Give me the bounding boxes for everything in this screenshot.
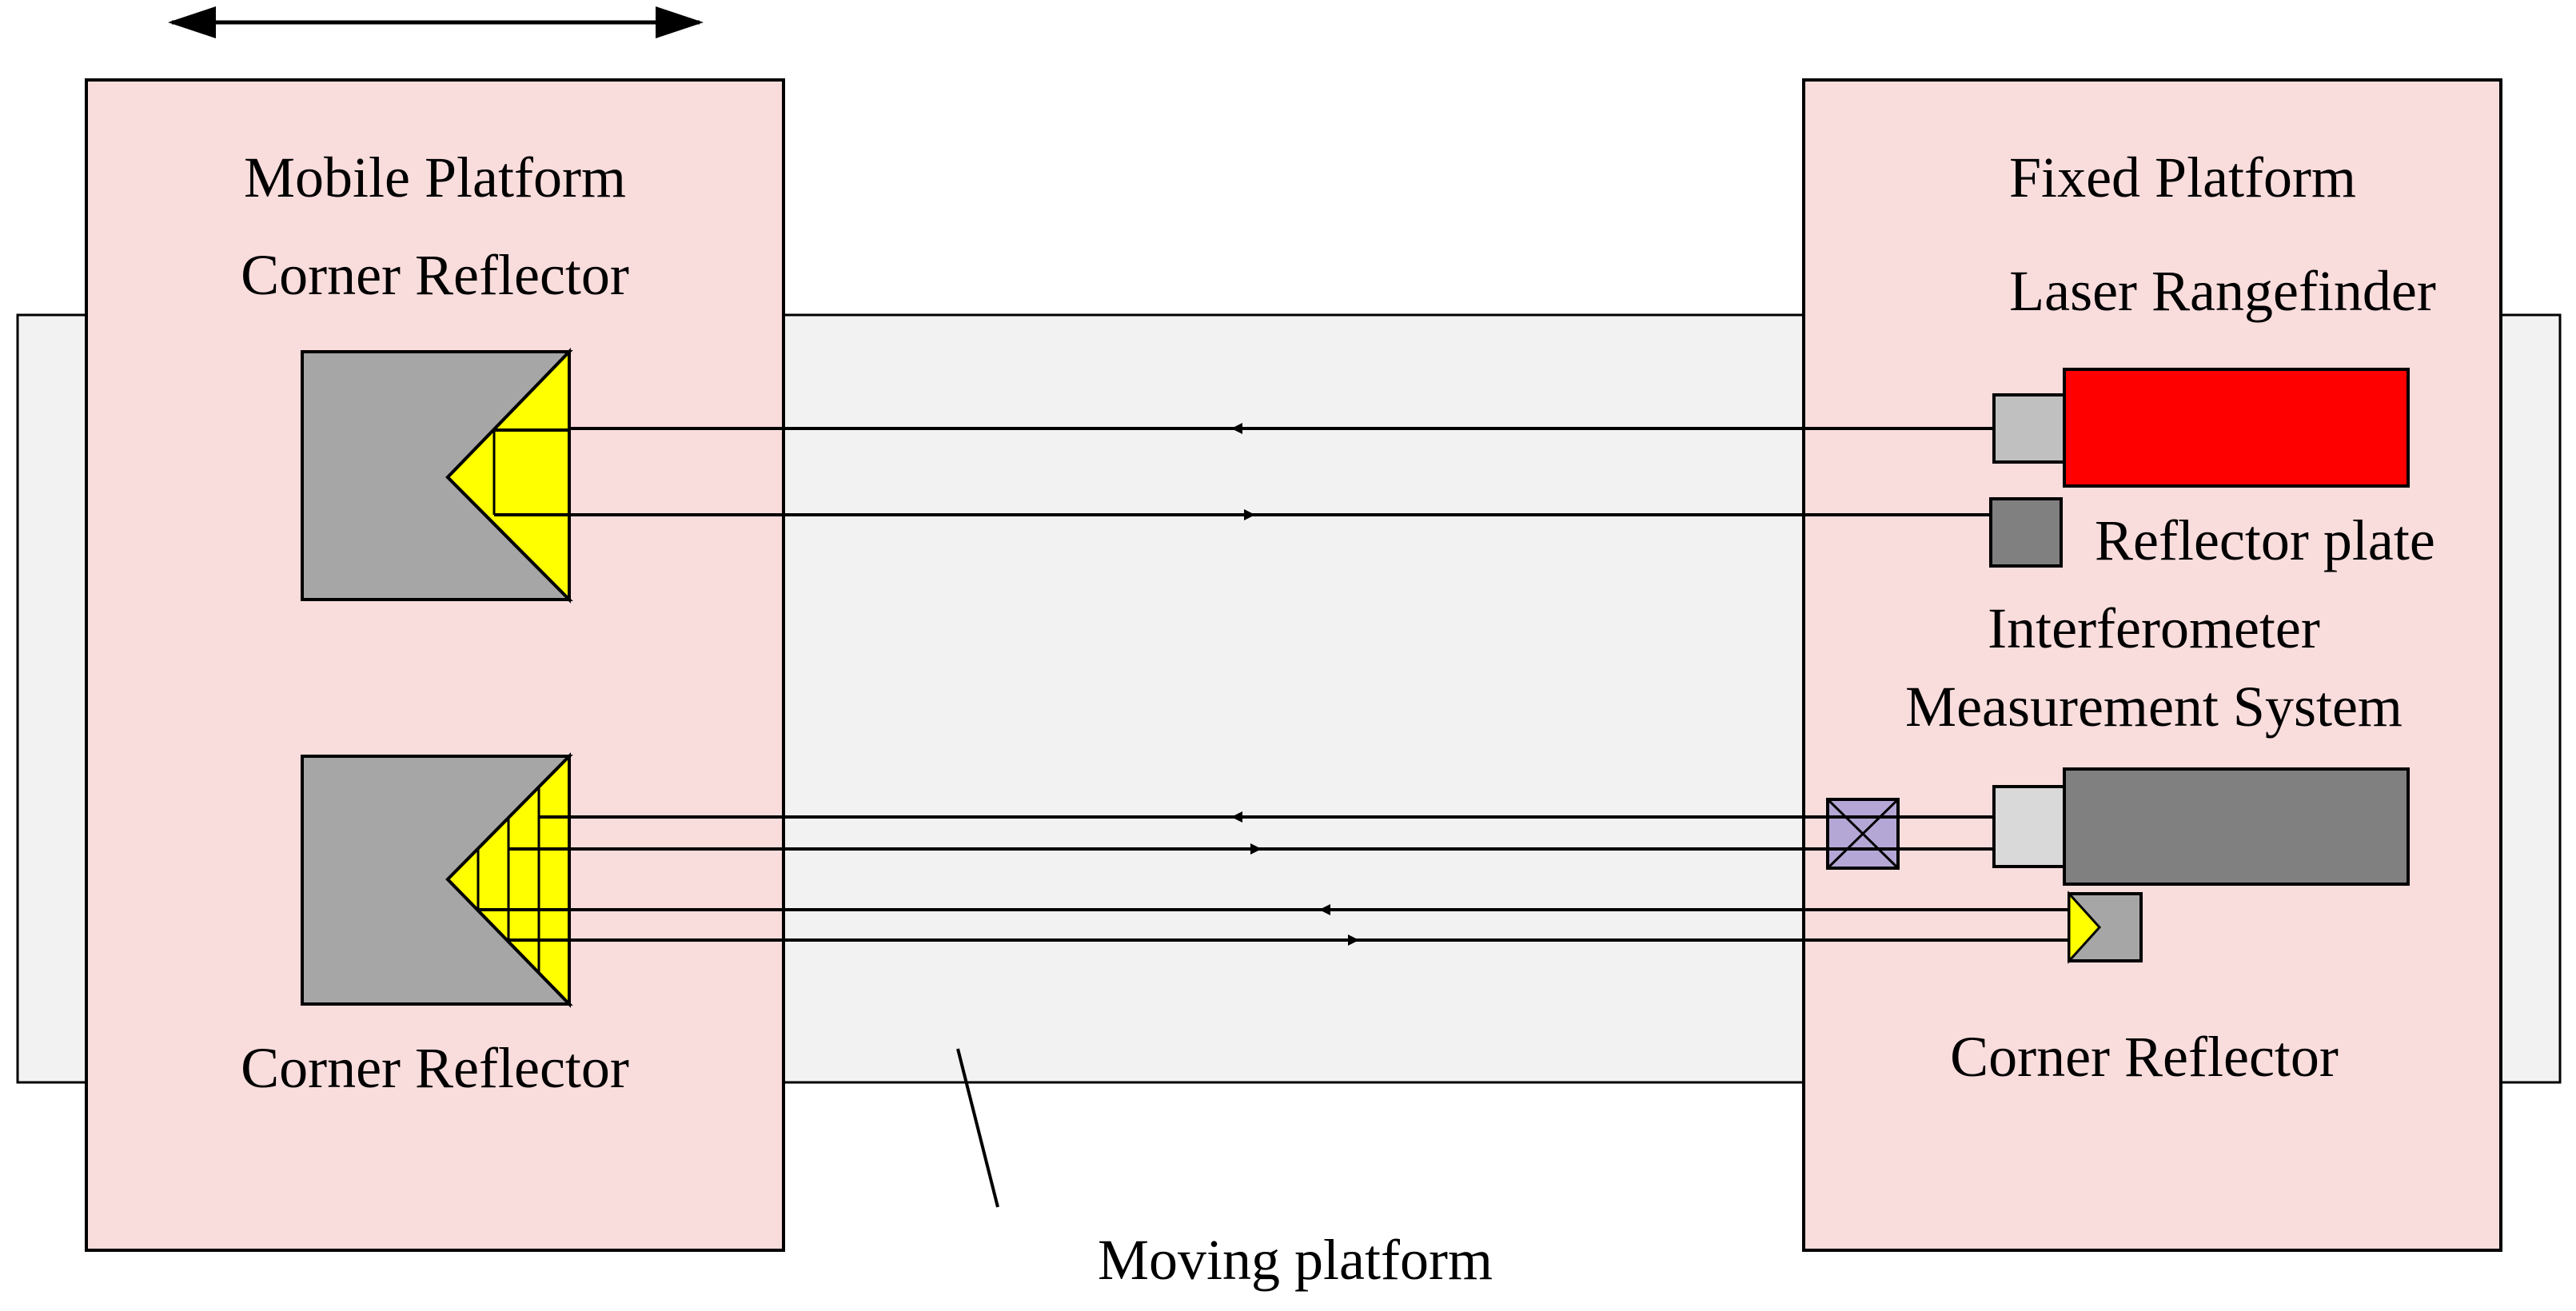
label-laser-rangefinder: Laser Rangefinder <box>2009 259 2436 323</box>
label-reflector-plate: Reflector plate <box>2095 508 2435 572</box>
label-corner-reflector-fixed: Corner Reflector <box>1950 1025 2339 1089</box>
interferometer <box>1826 767 2410 886</box>
reflector-plate <box>1989 497 2063 568</box>
interferometer-head <box>1992 785 2066 868</box>
corner-reflector-bottom <box>301 752 573 1008</box>
label-fixed-platform: Fixed Platform <box>2009 145 2356 209</box>
label-corner-reflector-top: Corner Reflector <box>241 243 629 307</box>
label-corner-reflector-bottom: Corner Reflector <box>241 1036 629 1100</box>
label-mobile-platform: Mobile Platform <box>244 145 626 209</box>
label-moving-platform: Moving platform <box>1098 1228 1493 1292</box>
mobile-platform <box>85 78 785 1252</box>
moving-platform-pointer <box>956 1048 999 1208</box>
motion-double-arrow <box>168 6 704 38</box>
corner-reflector-fixed <box>2068 891 2143 964</box>
label-interferometer-line2: Measurement System <box>1905 675 2403 739</box>
laser-rangefinder <box>1992 368 2410 488</box>
laser-rangefinder-head <box>1992 393 2066 464</box>
interferometer-beams <box>478 811 2069 946</box>
label-interferometer-line1: Interferometer <box>1988 596 2320 660</box>
laser-rangefinder-body <box>2063 368 2410 488</box>
corner-reflector-top <box>301 348 573 604</box>
rangefinder-beams <box>494 423 1994 520</box>
beam-splitter <box>1826 798 1900 870</box>
fixed-platform <box>1802 78 2502 1252</box>
interferometer-body <box>2063 767 2410 886</box>
